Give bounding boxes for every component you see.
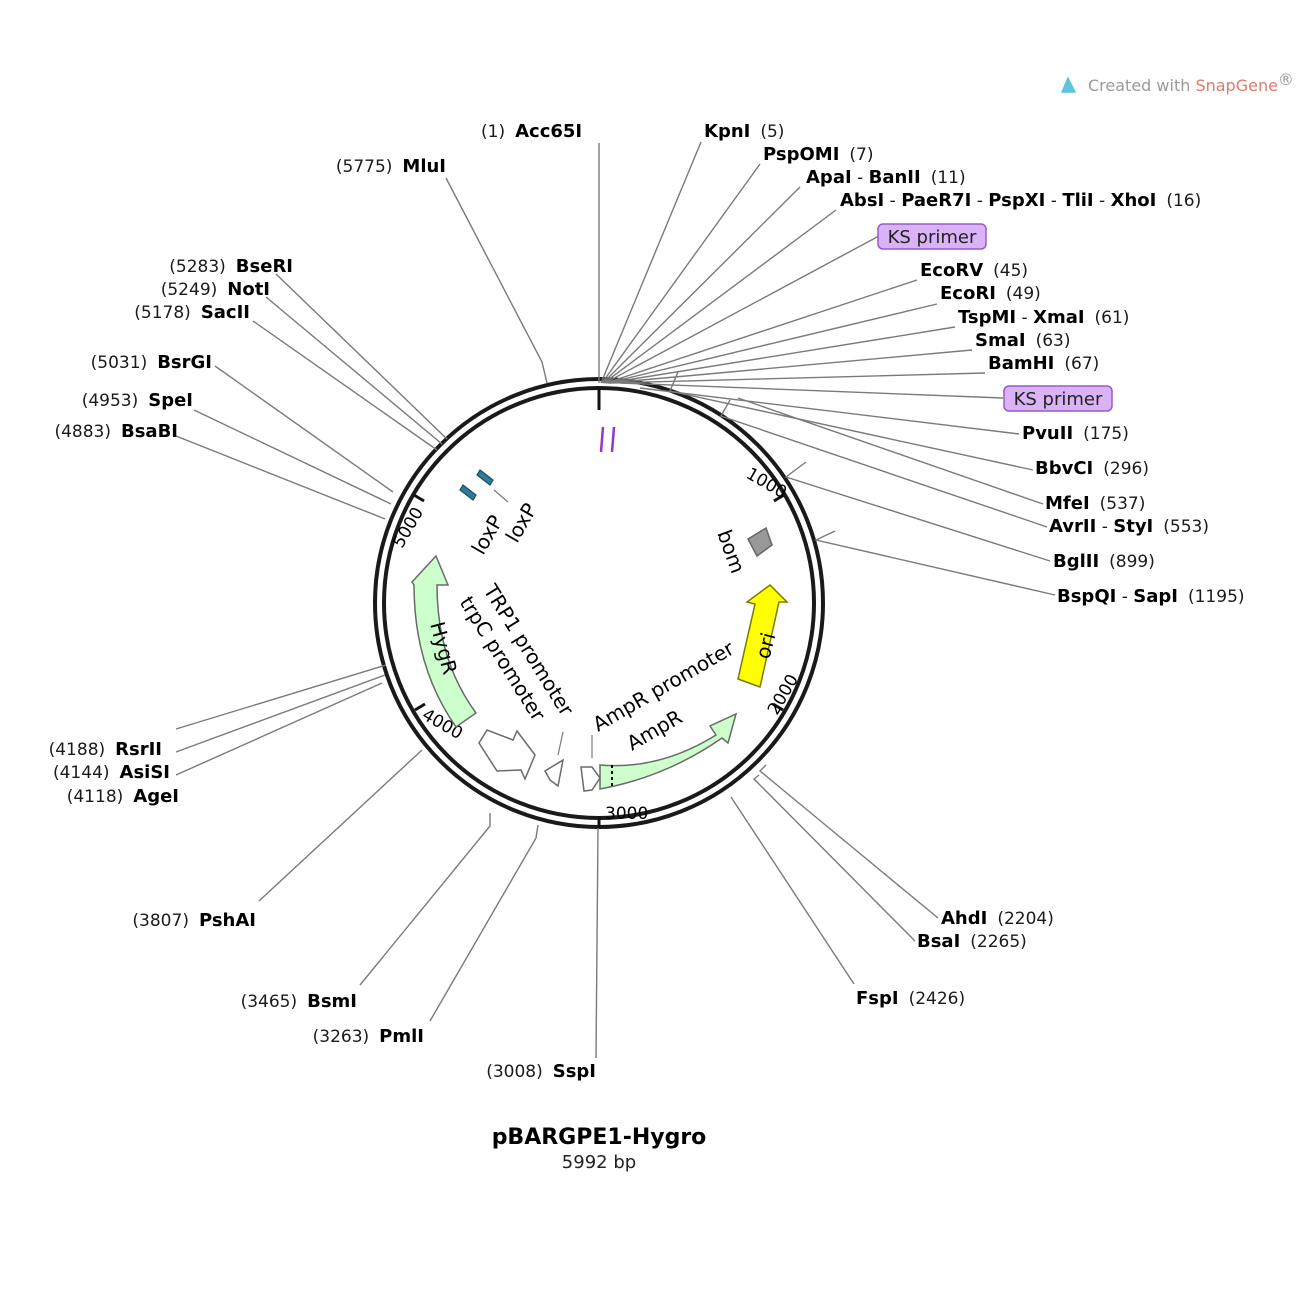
primer-site-1 — [599, 426, 605, 453]
enzyme-tspmi-xmai: TspMI - XmaI(61) — [958, 307, 1129, 328]
enzyme-noti: (5249)NotI — [161, 279, 270, 300]
branding: Created with SnapGene® — [1060, 70, 1294, 95]
primer-label-2-text: KS primer — [1014, 389, 1103, 410]
enzyme-bbvci: BbvCI(296) — [1035, 458, 1149, 479]
ampr-feature — [599, 712, 738, 790]
enzyme-bspqi-sapi: BspQI - SapI(1195) — [1057, 586, 1245, 607]
enzyme-avrii-styi: AvrII - StyI(553) — [1049, 516, 1209, 537]
tick-5000 — [413, 493, 425, 503]
enzyme-agei: (4118)AgeI — [67, 786, 179, 807]
plasmid-title-block: pBARGPE1-Hygro 5992 bp — [492, 1125, 707, 1173]
enzyme-ecori: EcoRI(49) — [940, 283, 1041, 304]
enzyme-sacii: (5178)SacII — [134, 302, 250, 323]
tick-label-3000: 3000 — [605, 804, 648, 824]
enzyme-labels-left: (3008)SspI (3263)PmlI (3465)BsmI (3807)P… — [49, 156, 596, 1082]
ampr-promoter-arrow — [580, 766, 601, 792]
enzyme-asisi: (4144)AsiSI — [53, 762, 170, 783]
features: bom ori AmpR AmpR promoter HygR TRP1 pro… — [411, 469, 789, 792]
enzyme-bsai: BsaI(2265) — [917, 931, 1027, 952]
enzyme-bamhi: BamHI(67) — [988, 353, 1099, 374]
enzyme-apai-banii: ApaI - BanII(11) — [806, 167, 966, 188]
enzyme-bglii: BglII(899) — [1053, 551, 1155, 572]
enzyme-spei: (4953)SpeI — [82, 390, 193, 411]
enzyme-pshai: (3807)PshAI — [132, 910, 256, 931]
snapgene-logo-icon — [1060, 76, 1077, 93]
enzyme-bsabi: (4883)BsaBI — [54, 421, 178, 442]
enzyme-leader-lines — [175, 141, 1056, 1059]
tick-1000 — [773, 493, 785, 503]
primer-sites — [599, 426, 616, 453]
enzyme-ahdi: AhdI(2204) — [941, 908, 1054, 929]
enzyme-pvuii: PvuII(175) — [1022, 423, 1129, 444]
primer-label-1: KS primer — [877, 223, 987, 250]
enzyme-rsrii: (4188)RsrII — [49, 739, 162, 760]
primer-label-2: KS primer — [1003, 385, 1113, 412]
enzyme-bsrgi: (5031)BsrGI — [91, 352, 212, 373]
bom-label: bom — [712, 527, 750, 577]
brand-mark: ® — [1278, 70, 1294, 89]
enzyme-ecorv: EcoRV(45) — [920, 260, 1028, 281]
tick-4000 — [414, 702, 426, 712]
svg-text:Created with SnapGene®: Created with SnapGene® — [1088, 70, 1294, 95]
ori-feature — [737, 584, 789, 688]
bom-feature — [747, 526, 773, 558]
enzyme-absi-group: AbsI - PaeR7I - PspXI - TliI - XhoI(16) — [840, 190, 1201, 211]
loxp-site-2 — [476, 469, 494, 486]
enzyme-smai: SmaI(63) — [975, 330, 1070, 351]
loxp-site-1 — [459, 484, 477, 501]
primer-site-2 — [610, 426, 616, 453]
brand-product: SnapGene — [1195, 76, 1277, 95]
ori-label: ori — [751, 630, 781, 661]
enzyme-fspi: FspI(2426) — [856, 988, 965, 1009]
primer-label-1-text: KS primer — [888, 227, 977, 248]
tick-2000 — [772, 702, 784, 712]
trp1-promoter-lead — [557, 731, 564, 756]
loxp-label-2: loxP — [501, 499, 542, 547]
enzyme-bseri: (5283)BseRI — [169, 256, 293, 277]
enzyme-sspi: (3008)SspI — [486, 1061, 596, 1082]
enzyme-pspomi: PspOMI(7) — [763, 144, 873, 165]
scale-ticks — [413, 389, 785, 828]
enzyme-labels-right: (1)Acc65I KpnI(5) PspOMI(7) ApaI - BanII… — [481, 121, 1245, 1009]
brand-prefix: Created with — [1088, 76, 1195, 95]
enzyme-mfei: MfeI(537) — [1045, 493, 1145, 514]
trp1-promoter-arrow — [543, 758, 565, 788]
enzyme-bsmi: (3465)BsmI — [241, 991, 357, 1012]
enzyme-pmli: (3263)PmlI — [313, 1026, 424, 1047]
enzyme-kpni: KpnI(5) — [704, 121, 784, 142]
enzyme-acc65i: (1)Acc65I — [481, 121, 582, 142]
loxp-lead — [493, 489, 509, 503]
trpc-promoter-arrow — [478, 729, 536, 781]
plasmid-name: pBARGPE1-Hygro — [492, 1125, 707, 1150]
hygr-feature — [411, 554, 478, 729]
plasmid-size: 5992 bp — [562, 1152, 636, 1173]
enzyme-mlui: (5775)MluI — [336, 156, 446, 177]
